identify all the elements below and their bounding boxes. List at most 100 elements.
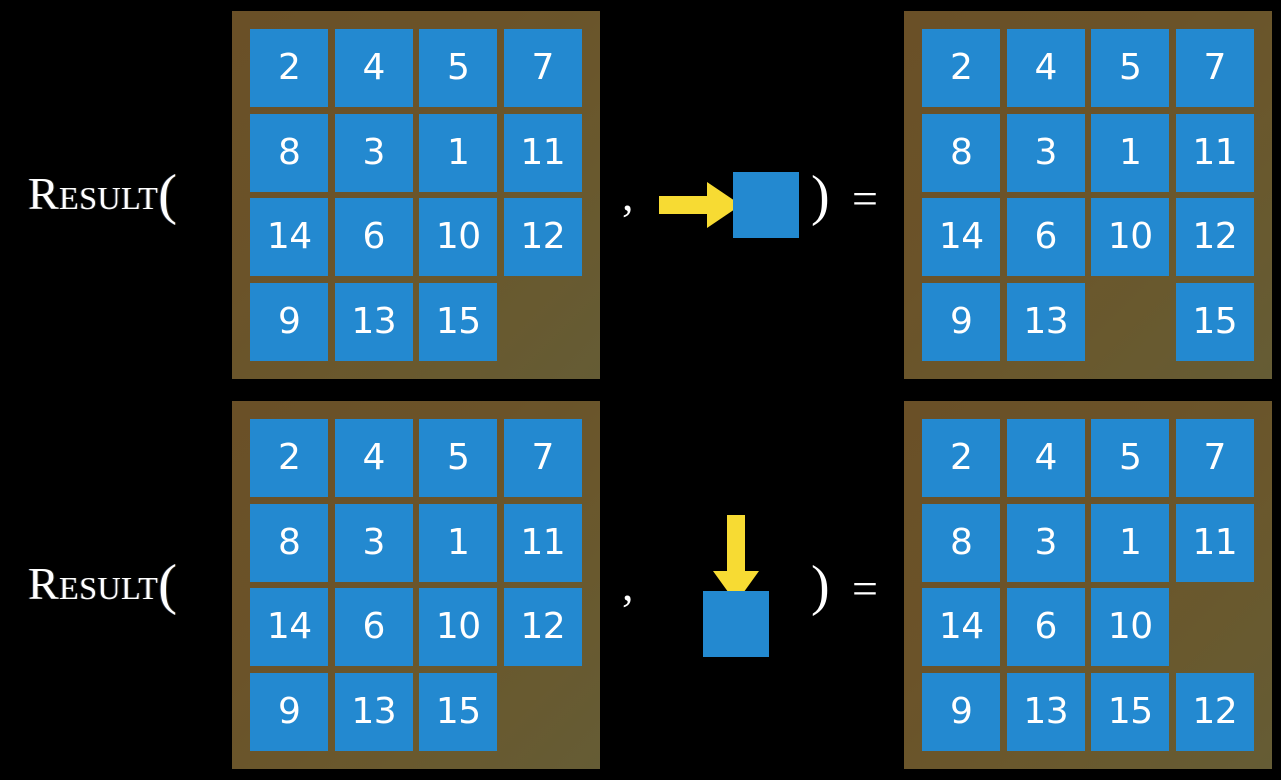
tile[interactable]: 13 bbox=[334, 282, 413, 361]
tile[interactable]: 6 bbox=[334, 588, 413, 667]
tile[interactable]: 7 bbox=[503, 419, 582, 498]
tile[interactable]: 4 bbox=[334, 419, 413, 498]
grid-cell[interactable]: 10 bbox=[1088, 195, 1173, 280]
grid-cell[interactable]: 4 bbox=[332, 416, 417, 501]
grid-cell[interactable]: 12 bbox=[501, 585, 586, 670]
tile[interactable]: 7 bbox=[503, 29, 582, 108]
tile[interactable]: 11 bbox=[1175, 113, 1254, 192]
grid-cell[interactable]: 10 bbox=[416, 195, 501, 280]
grid-cell-empty[interactable] bbox=[1088, 280, 1173, 365]
grid-cell[interactable]: 15 bbox=[416, 670, 501, 755]
grid-cell[interactable]: 14 bbox=[247, 585, 332, 670]
grid-cell-empty[interactable] bbox=[501, 280, 586, 365]
grid-cell[interactable]: 14 bbox=[919, 585, 1004, 670]
tile[interactable]: 5 bbox=[419, 29, 498, 108]
tile[interactable]: 15 bbox=[419, 672, 498, 751]
tile[interactable]: 11 bbox=[1175, 503, 1254, 582]
grid-cell[interactable]: 1 bbox=[416, 111, 501, 196]
grid-cell[interactable]: 12 bbox=[501, 195, 586, 280]
tile[interactable]: 1 bbox=[1091, 503, 1170, 582]
grid-cell[interactable]: 8 bbox=[247, 111, 332, 196]
tile[interactable]: 4 bbox=[334, 29, 413, 108]
tile[interactable]: 2 bbox=[250, 29, 329, 108]
tile[interactable]: 14 bbox=[922, 198, 1001, 277]
grid-cell-empty[interactable] bbox=[1173, 585, 1258, 670]
tile[interactable]: 15 bbox=[419, 282, 498, 361]
tile[interactable]: 13 bbox=[1006, 672, 1085, 751]
tile[interactable]: 2 bbox=[922, 419, 1001, 498]
tile[interactable]: 9 bbox=[922, 672, 1001, 751]
tile[interactable]: 3 bbox=[334, 113, 413, 192]
tile[interactable]: 8 bbox=[250, 113, 329, 192]
grid-cell[interactable]: 8 bbox=[247, 501, 332, 586]
grid-cell[interactable]: 11 bbox=[501, 111, 586, 196]
grid-cell[interactable]: 2 bbox=[247, 416, 332, 501]
grid-cell[interactable]: 9 bbox=[247, 280, 332, 365]
grid-cell[interactable]: 15 bbox=[416, 280, 501, 365]
tile[interactable]: 14 bbox=[250, 588, 329, 667]
move-direction-tile-bottom[interactable] bbox=[703, 591, 769, 657]
tile[interactable]: 3 bbox=[1006, 503, 1085, 582]
tile[interactable]: 1 bbox=[419, 113, 498, 192]
grid-cell[interactable]: 6 bbox=[1004, 585, 1089, 670]
grid-cell[interactable]: 11 bbox=[501, 501, 586, 586]
tile[interactable]: 1 bbox=[419, 503, 498, 582]
tile[interactable]: 15 bbox=[1091, 672, 1170, 751]
tile[interactable]: 8 bbox=[922, 503, 1001, 582]
tile[interactable]: 11 bbox=[503, 503, 582, 582]
tile[interactable]: 14 bbox=[922, 588, 1001, 667]
tile[interactable]: 14 bbox=[250, 198, 329, 277]
grid-cell[interactable]: 5 bbox=[416, 26, 501, 111]
grid-cell-empty[interactable] bbox=[501, 670, 586, 755]
grid-cell[interactable]: 4 bbox=[1004, 416, 1089, 501]
grid-cell[interactable]: 2 bbox=[919, 26, 1004, 111]
grid-cell[interactable]: 3 bbox=[332, 501, 417, 586]
tile[interactable]: 5 bbox=[1091, 419, 1170, 498]
tile[interactable]: 6 bbox=[1006, 198, 1085, 277]
grid-cell[interactable]: 11 bbox=[1173, 501, 1258, 586]
tile[interactable]: 12 bbox=[503, 198, 582, 277]
tile[interactable]: 10 bbox=[1091, 198, 1170, 277]
grid-cell[interactable]: 7 bbox=[1173, 26, 1258, 111]
grid-cell[interactable]: 15 bbox=[1088, 670, 1173, 755]
grid-cell[interactable]: 13 bbox=[332, 280, 417, 365]
tile[interactable]: 8 bbox=[922, 113, 1001, 192]
grid-cell[interactable]: 12 bbox=[1173, 195, 1258, 280]
grid-cell[interactable]: 4 bbox=[1004, 26, 1089, 111]
grid-cell[interactable]: 2 bbox=[247, 26, 332, 111]
grid-cell[interactable]: 15 bbox=[1173, 280, 1258, 365]
grid-cell[interactable]: 3 bbox=[1004, 501, 1089, 586]
tile[interactable]: 8 bbox=[250, 503, 329, 582]
grid-cell[interactable]: 7 bbox=[501, 416, 586, 501]
grid-cell[interactable]: 1 bbox=[1088, 501, 1173, 586]
grid-cell[interactable]: 3 bbox=[332, 111, 417, 196]
tile[interactable]: 7 bbox=[1175, 419, 1254, 498]
tile[interactable]: 12 bbox=[503, 588, 582, 667]
tile[interactable]: 11 bbox=[503, 113, 582, 192]
grid-cell[interactable]: 9 bbox=[919, 670, 1004, 755]
grid-cell[interactable]: 8 bbox=[919, 501, 1004, 586]
tile[interactable]: 13 bbox=[1006, 282, 1085, 361]
grid-cell[interactable]: 9 bbox=[919, 280, 1004, 365]
grid-cell[interactable]: 10 bbox=[1088, 585, 1173, 670]
grid-cell[interactable]: 10 bbox=[416, 585, 501, 670]
grid-cell[interactable]: 9 bbox=[247, 670, 332, 755]
tile[interactable]: 13 bbox=[334, 672, 413, 751]
grid-cell[interactable]: 7 bbox=[1173, 416, 1258, 501]
grid-cell[interactable]: 14 bbox=[919, 195, 1004, 280]
grid-cell[interactable]: 13 bbox=[1004, 670, 1089, 755]
grid-cell[interactable]: 6 bbox=[332, 585, 417, 670]
grid-cell[interactable]: 3 bbox=[1004, 111, 1089, 196]
grid-cell[interactable]: 4 bbox=[332, 26, 417, 111]
grid-cell[interactable]: 7 bbox=[501, 26, 586, 111]
tile[interactable]: 5 bbox=[1091, 29, 1170, 108]
grid-cell[interactable]: 13 bbox=[332, 670, 417, 755]
tile[interactable]: 12 bbox=[1175, 672, 1254, 751]
grid-cell[interactable]: 13 bbox=[1004, 280, 1089, 365]
tile[interactable]: 7 bbox=[1175, 29, 1254, 108]
tile[interactable]: 10 bbox=[419, 198, 498, 277]
tile[interactable]: 10 bbox=[419, 588, 498, 667]
tile[interactable]: 6 bbox=[1006, 588, 1085, 667]
tile[interactable]: 15 bbox=[1175, 282, 1254, 361]
grid-cell[interactable]: 6 bbox=[1004, 195, 1089, 280]
